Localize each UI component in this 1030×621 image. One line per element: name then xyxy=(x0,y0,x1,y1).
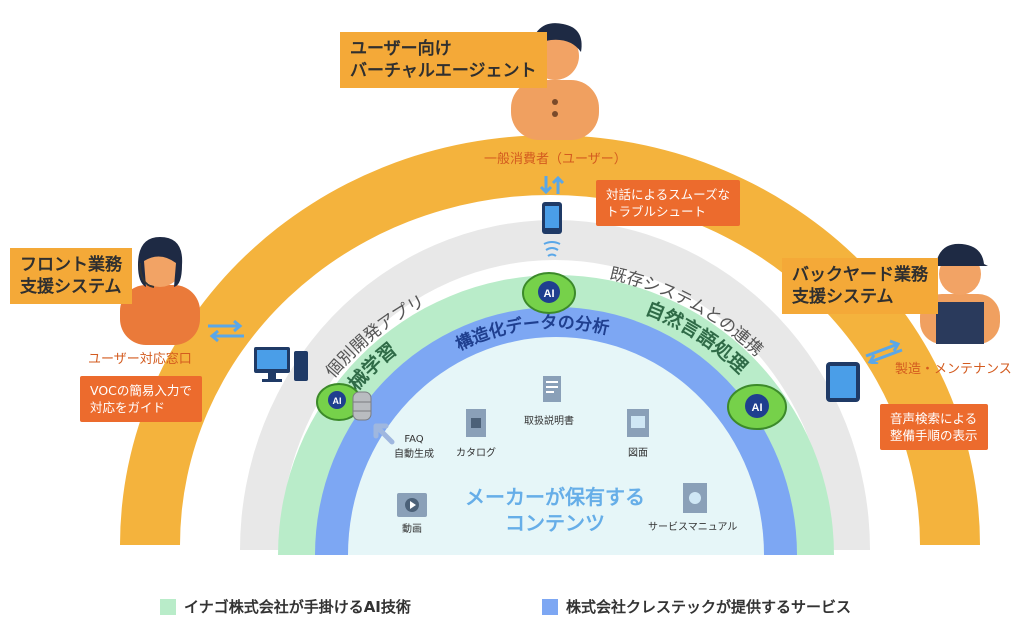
callout-line: トラブルシュート xyxy=(606,204,707,219)
grey-arc xyxy=(240,220,870,550)
inner-dome xyxy=(348,337,764,555)
service-manual-label: サービスマニュアル xyxy=(648,522,738,533)
person-caption-operator: ユーザー対応窓口 xyxy=(88,352,192,367)
faq-label-line: FAQ xyxy=(404,434,424,445)
sync-arrows-icon xyxy=(539,175,565,195)
person-caption-mechanic: 製造・メンテナンス xyxy=(895,362,1012,377)
manual-document-icon xyxy=(543,376,561,402)
legend-item-inago: イナゴ株式会社が手掛けるAI技術 xyxy=(160,596,411,617)
legend-item-crestec: 株式会社クレステックが提供するサービス xyxy=(542,596,851,617)
catalog-label: カタログ xyxy=(456,448,496,459)
desktop-computer-icon xyxy=(254,347,308,382)
callout-line: 対応をガイド xyxy=(90,400,166,415)
arrow-icon xyxy=(373,423,395,445)
callout-line: 音声検索による xyxy=(890,411,978,426)
service-manual-icon xyxy=(683,483,707,513)
orange-arch xyxy=(120,135,980,546)
catalog-icon xyxy=(466,409,486,437)
center-title: メーカーが保有する コンテンツ xyxy=(455,484,655,536)
role-label-backyard: バックヤード業務 支援システム xyxy=(782,258,938,314)
legend-swatch-blue xyxy=(542,598,558,615)
mechanic-avatar xyxy=(920,243,1000,344)
smartphone-icon xyxy=(542,202,562,234)
role-label-front: フロント業務 支援システム xyxy=(10,248,132,304)
legend-label: 株式会社クレステックが提供するサービス xyxy=(566,598,852,616)
role-label-line: バックヤード業務 xyxy=(792,265,928,285)
callout-right: 音声検索による 整備手順の表示 xyxy=(880,404,988,450)
drawing-label: 図面 xyxy=(628,448,648,459)
video-label: 動画 xyxy=(402,524,422,535)
blue-label: 構造化データの分析 xyxy=(452,313,611,354)
callout-top: 対話によるスムーズな トラブルシュート xyxy=(596,180,741,226)
tablet-icon xyxy=(826,362,860,402)
legend-swatch-green xyxy=(160,598,176,615)
operator-avatar xyxy=(120,237,200,345)
role-label-line: 支援システム xyxy=(792,287,894,307)
sync-arrows-icon xyxy=(865,339,903,364)
video-icon xyxy=(397,493,427,517)
center-title-line: コンテンツ xyxy=(505,511,605,535)
manual-label: 取扱説明書 xyxy=(524,416,574,427)
callout-line: 整備手順の表示 xyxy=(890,428,978,443)
signal-waves-icon xyxy=(543,241,561,257)
svg-text:AI: AI xyxy=(333,396,342,406)
role-label-line: フロント業務 xyxy=(20,255,122,275)
role-label-line: 支援システム xyxy=(20,277,122,297)
center-title-line: メーカーが保有する xyxy=(465,485,645,509)
svg-text:AI: AI xyxy=(752,402,763,414)
faq-label-line: 自動生成 xyxy=(394,449,434,460)
callout-line: VOCの簡易入力で xyxy=(90,383,192,398)
ai-brain-icon: AI xyxy=(522,272,576,314)
person-caption-consumer: 一般消費者（ユーザー） xyxy=(484,152,627,167)
svg-text:AI: AI xyxy=(544,288,555,300)
role-label-virtual-agent: ユーザー向け バーチャルエージェント xyxy=(340,32,547,88)
legend-label: イナゴ株式会社が手掛けるAI技術 xyxy=(184,598,411,616)
faq-label: FAQ 自動生成 xyxy=(394,434,434,460)
ai-brain-icon: AI xyxy=(727,384,787,430)
role-label-line: バーチャルエージェント xyxy=(350,61,537,81)
callout-left: VOCの簡易入力で 対応をガイド xyxy=(80,376,202,422)
ai-brain-database-icon: AI xyxy=(316,383,372,421)
sync-arrows-icon xyxy=(208,319,244,343)
callout-line: 対話によるスムーズな xyxy=(606,187,731,202)
role-label-line: ユーザー向け xyxy=(350,39,452,59)
drawing-document-icon xyxy=(627,409,649,437)
arc-label-right: 既存システムとの連携 xyxy=(608,264,767,360)
